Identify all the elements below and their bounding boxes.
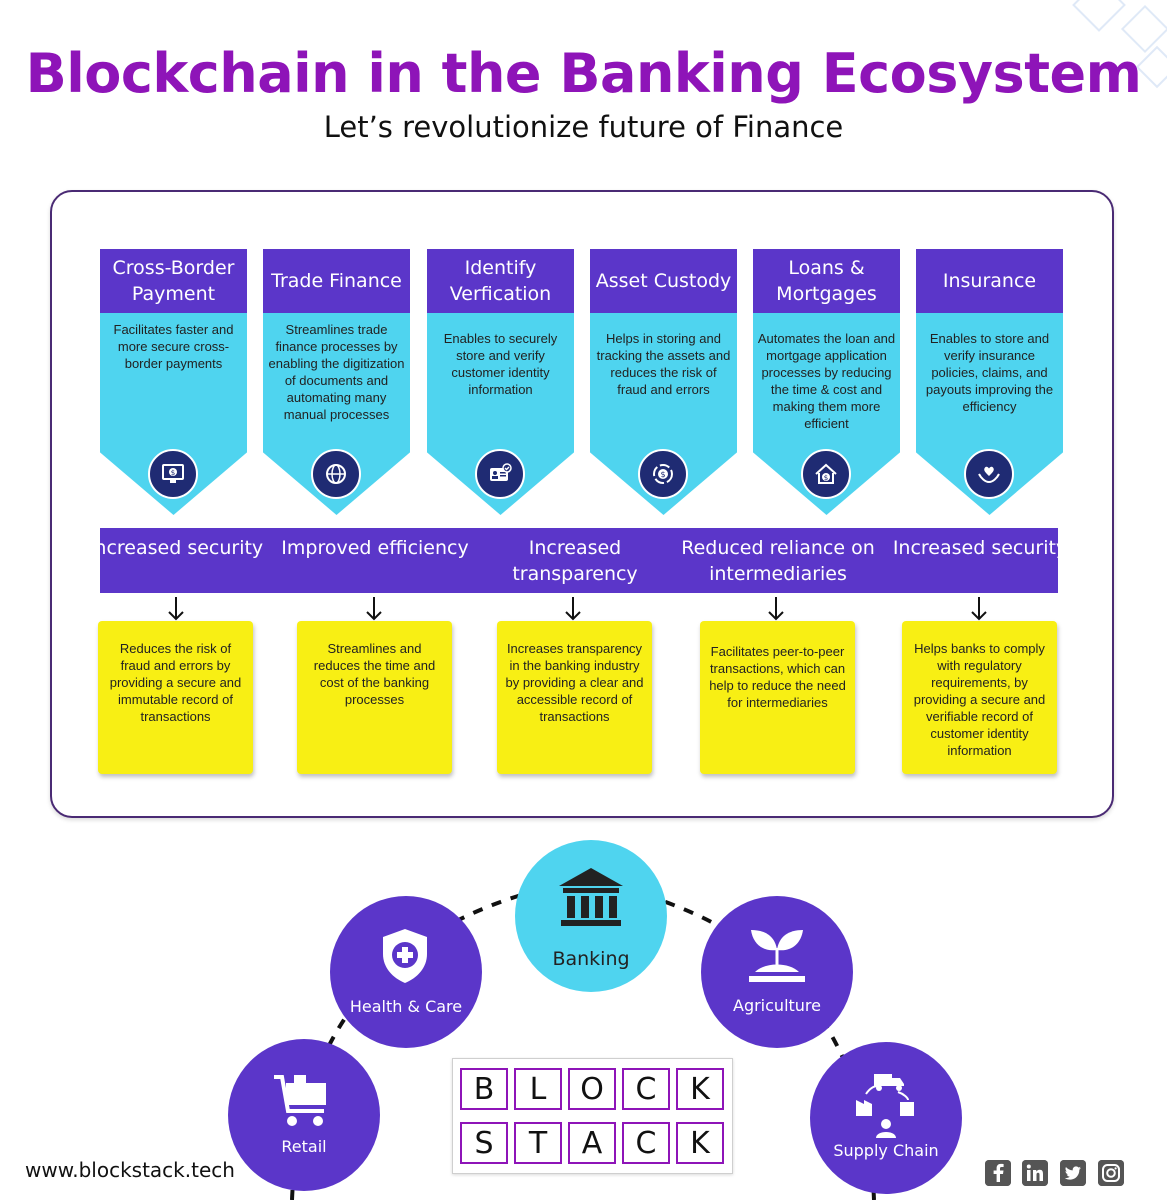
logo-letter: C: [622, 1122, 670, 1164]
use-case-description: Facilitates faster and more secure cross…: [113, 322, 234, 371]
benefit-note-text: Helps banks to comply with regulatory re…: [913, 641, 1046, 758]
benefit-note-text: Reduces the risk of fraud and errors by …: [109, 641, 242, 724]
logo-letter: S: [460, 1122, 508, 1164]
benefit-note: Facilitates peer-to-peer transactions, w…: [700, 621, 855, 774]
benefit-note: Helps banks to comply with regulatory re…: [902, 621, 1057, 774]
agriculture-circle: Agriculture: [701, 896, 853, 1048]
benefit-label: Improved efficiency: [281, 537, 469, 559]
global-exchange-icon: [311, 449, 361, 499]
id-card-check-icon: [475, 449, 525, 499]
bank-icon: [559, 868, 623, 926]
logo-letter: K: [676, 1068, 724, 1110]
down-arrow-icon: [366, 597, 382, 621]
down-arrow-icon: [768, 597, 784, 621]
facebook-icon[interactable]: [985, 1160, 1011, 1186]
health-care-label: Health & Care: [349, 997, 463, 1016]
benefit-note-text: Facilitates peer-to-peer transactions, w…: [709, 644, 846, 710]
banking-label: Banking: [552, 948, 630, 970]
use-case-title: Trade Finance: [263, 249, 410, 313]
svg-text:$: $: [171, 469, 175, 477]
instagram-icon[interactable]: [1098, 1160, 1124, 1186]
use-case-description: Enables to store and verify insurance po…: [925, 331, 1054, 414]
benefit-note-text: Streamlines and reduces the time and cos…: [313, 641, 436, 707]
dollar-monitor-icon: $: [148, 449, 198, 499]
page-title: Blockchain in the Banking Ecosystem: [25, 42, 1142, 105]
logo-letter: A: [568, 1122, 616, 1164]
benefit-note: Reduces the risk of fraud and errors by …: [98, 621, 253, 774]
page-subtitle: Let’s revolutionize future of Finance: [323, 110, 844, 144]
supply-chain-label: Supply Chain: [833, 1141, 939, 1160]
logo-letter: T: [514, 1122, 562, 1164]
use-case-description: Helps in storing and tracking the assets…: [596, 331, 731, 397]
benefit-note: Increases transparency in the banking in…: [497, 621, 652, 774]
retail-label: Retail: [281, 1137, 327, 1156]
logo-letter: L: [514, 1068, 562, 1110]
use-case-title: Asset Custody: [590, 249, 737, 313]
hands-heart-icon: [964, 449, 1014, 499]
decorative-cube: [1072, 0, 1126, 32]
benefit-label: Increased transparency: [512, 537, 638, 585]
website-url[interactable]: www.blockstack.tech: [25, 1158, 235, 1182]
use-case-card: Cross-Border Payment Facilitates faster …: [100, 249, 247, 515]
banking-circle: Banking: [515, 840, 667, 992]
logo-letter: K: [676, 1122, 724, 1164]
health-care-circle: Health & Care: [330, 896, 482, 1048]
agriculture-label: Agriculture: [733, 996, 821, 1015]
dollar-cycle-icon: $: [638, 449, 688, 499]
use-case-card: Asset Custody Helps in storing and track…: [590, 249, 737, 515]
ecosystem-arc: [290, 877, 876, 1200]
use-case-card: Identify Verfication Enables to securely…: [427, 249, 574, 515]
use-case-description: Automates the loan and mortgage applicat…: [757, 331, 896, 431]
logo-letter: O: [568, 1068, 616, 1110]
use-case-card: Trade Finance Streamlines trade finance …: [263, 249, 410, 515]
sprout-icon: [749, 930, 805, 982]
benefit-note-text: Increases transparency in the banking in…: [505, 641, 644, 724]
house-dollar-icon: $: [801, 449, 851, 499]
retail-circle: Retail: [228, 1039, 380, 1191]
use-case-title: Cross-Border Payment: [100, 249, 247, 313]
benefit-label: Increased security: [88, 537, 264, 559]
use-case-title: Loans & Mortgages: [753, 249, 900, 313]
use-case-title: Insurance: [916, 249, 1063, 313]
use-case-description: Enables to securely store and verify cus…: [443, 331, 558, 397]
supply-chain-circle: Supply Chain: [810, 1042, 962, 1194]
down-arrow-icon: [971, 597, 987, 621]
use-case-card: Insurance Enables to store and verify in…: [916, 249, 1063, 515]
linkedin-icon[interactable]: [1022, 1160, 1048, 1186]
benefit-label: Reduced reliance on intermediaries: [681, 537, 875, 585]
benefit-band: [100, 528, 1058, 593]
svg-text:$: $: [660, 470, 665, 479]
benefit-note: Streamlines and reduces the time and cos…: [297, 621, 452, 774]
twitter-icon[interactable]: [1060, 1160, 1086, 1186]
down-arrow-icon: [168, 597, 184, 621]
logo-letter: C: [622, 1068, 670, 1110]
use-case-card: Loans & Mortgages Automates the loan and…: [753, 249, 900, 515]
logo-letter: B: [460, 1068, 508, 1110]
shield-plus-icon: [383, 929, 427, 983]
use-case-description: Streamlines trade finance processes by e…: [268, 322, 405, 422]
benefit-label: Increased security: [892, 537, 1068, 559]
down-arrow-icon: [565, 597, 581, 621]
svg-text:$: $: [824, 474, 828, 482]
use-case-title: Identify Verfication: [427, 249, 574, 313]
blockstack-logo: B L O C K S T A C K: [452, 1058, 733, 1174]
shopping-cart-icon: [274, 1075, 326, 1126]
supply-chain-icon: [856, 1074, 914, 1138]
